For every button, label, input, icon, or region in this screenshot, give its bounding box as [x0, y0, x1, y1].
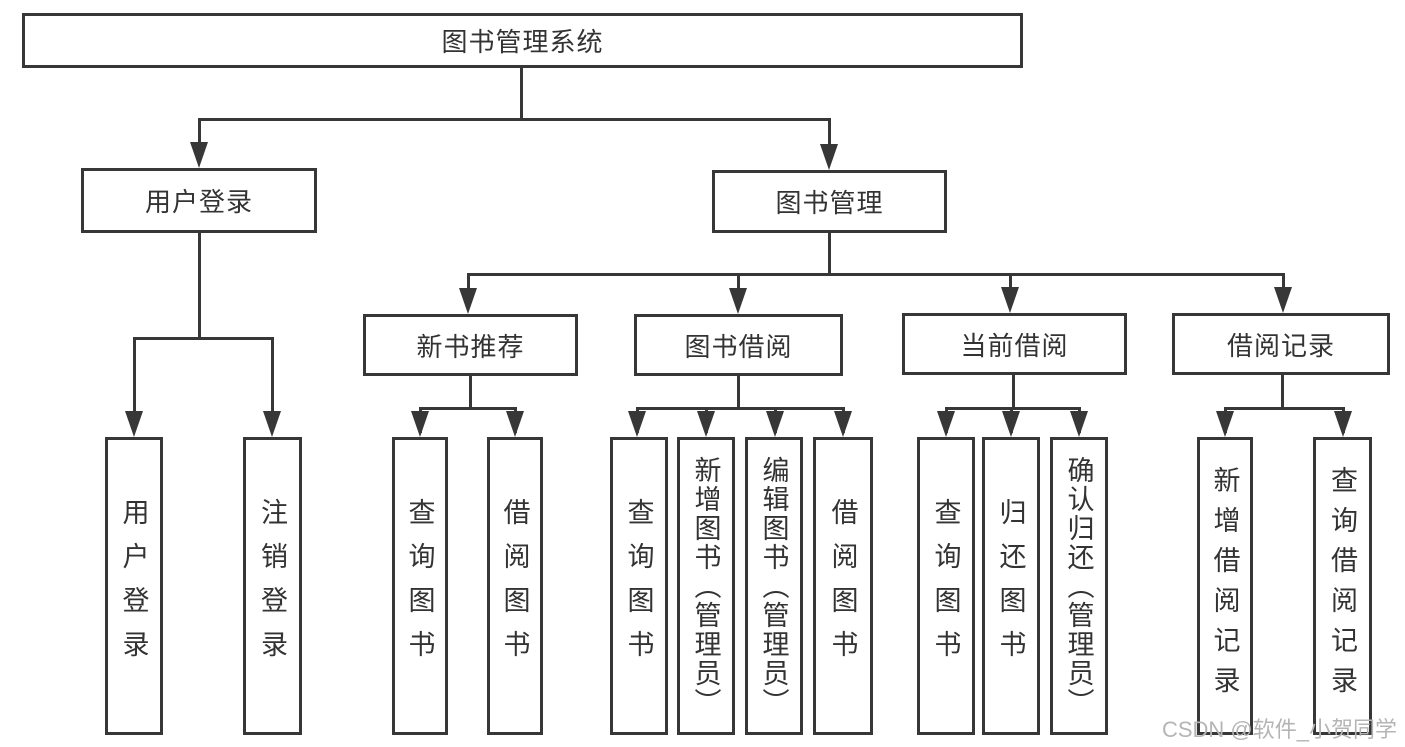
leaf-query-books-current: 查询图书 — [917, 437, 975, 735]
connector-line — [198, 233, 201, 340]
connector-line — [419, 407, 517, 410]
arrow-down-icon — [190, 142, 208, 168]
node-root: 图书管理系统 — [22, 13, 1023, 68]
connector-line — [467, 273, 1284, 276]
connector-line — [133, 337, 274, 340]
leaf-confirm-return-admin: 确认归还（管理员） — [1050, 437, 1108, 735]
node-current-borrow: 当前借阅 — [902, 313, 1127, 375]
leaf-query-books-recommend: 查询图书 — [392, 437, 448, 735]
connector-line — [1224, 407, 1345, 410]
arrow-down-icon — [506, 411, 524, 437]
connector-line — [828, 233, 831, 276]
leaf-edit-book-admin: 编辑图书（管理员） — [745, 437, 803, 735]
arrow-down-icon — [1216, 411, 1234, 437]
node-book-borrow: 图书借阅 — [634, 314, 843, 376]
leaf-borrow-books: 借阅图书 — [813, 437, 873, 735]
arrow-down-icon — [697, 411, 715, 437]
node-new-book-recommend: 新书推荐 — [363, 314, 578, 376]
connector-line — [198, 118, 201, 162]
arrow-down-icon — [1274, 287, 1292, 313]
arrow-down-icon — [263, 411, 281, 437]
node-user-login: 用户登录 — [81, 168, 317, 233]
connector-line — [828, 118, 831, 164]
connector-line — [737, 376, 740, 410]
connector-line — [133, 337, 136, 431]
arrow-down-icon — [834, 411, 852, 437]
connector-line — [1281, 375, 1284, 410]
connector-line — [469, 376, 472, 410]
arrow-down-icon — [411, 411, 429, 437]
leaf-query-books-borrow: 查询图书 — [610, 437, 668, 735]
leaf-query-borrow-record: 查询借阅记录 — [1313, 437, 1372, 735]
connector-line — [636, 407, 845, 410]
node-book-management: 图书管理 — [712, 170, 947, 233]
connector-line — [271, 337, 274, 431]
arrow-down-icon — [729, 288, 747, 314]
arrow-down-icon — [628, 411, 646, 437]
arrow-down-icon — [937, 411, 955, 437]
arrow-down-icon — [459, 288, 477, 314]
arrow-down-icon — [125, 411, 143, 437]
leaf-borrow-books-recommend: 借阅图书 — [487, 437, 543, 735]
arrow-down-icon — [1334, 411, 1352, 437]
connector-line — [1012, 375, 1015, 410]
csdn-watermark: CSDN @软件_小贺同学 — [1161, 717, 1397, 742]
arrow-down-icon — [1002, 411, 1020, 437]
leaf-add-book-admin: 新增图书（管理员） — [677, 437, 735, 735]
arrow-down-icon — [1001, 287, 1019, 313]
leaf-logout: 注销登录 — [243, 437, 302, 735]
connector-line — [198, 118, 831, 121]
leaf-add-borrow-record: 新增借阅记录 — [1197, 437, 1253, 735]
arrow-down-icon — [820, 144, 838, 170]
arrow-down-icon — [1070, 411, 1088, 437]
connector-line — [945, 407, 1081, 410]
leaf-user-login: 用户登录 — [105, 437, 163, 735]
connector-line — [520, 68, 523, 118]
arrow-down-icon — [766, 411, 784, 437]
leaf-return-books: 归还图书 — [982, 437, 1040, 735]
node-borrow-records: 借阅记录 — [1172, 313, 1390, 375]
